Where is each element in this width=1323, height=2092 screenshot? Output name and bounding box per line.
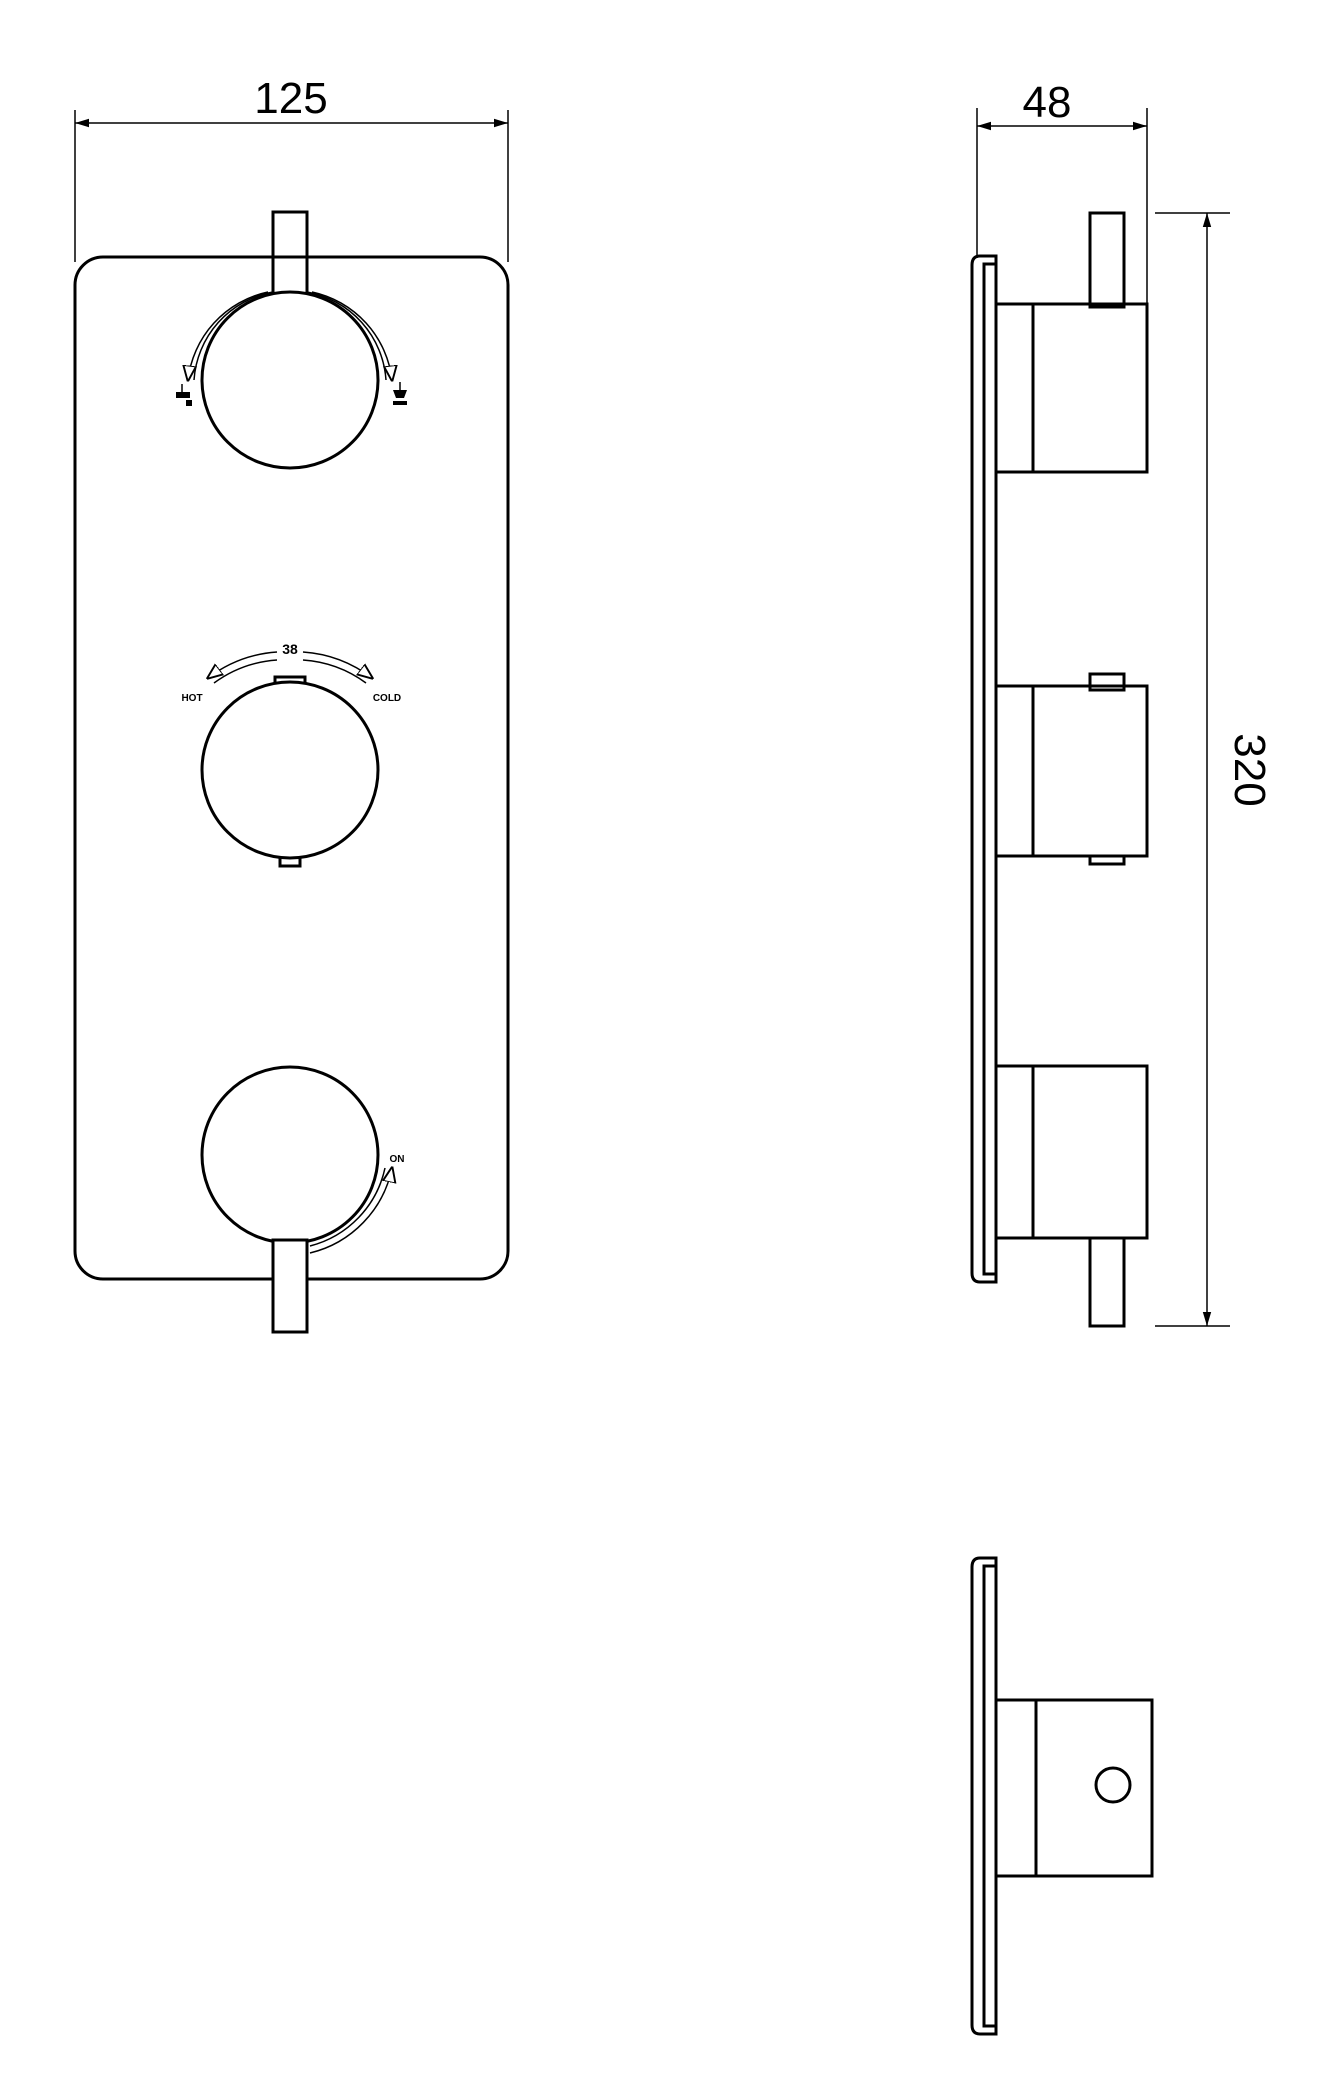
thermostat-control: 38 HOT COLD	[181, 641, 401, 868]
side-detail-view	[970, 1556, 1154, 2036]
depth-dimension-label: 48	[1023, 78, 1072, 127]
height-dimension-label: 320	[1225, 733, 1274, 806]
thermostat-setpoint: 38	[282, 641, 298, 657]
side-thermostat-handle	[994, 672, 1149, 866]
side-diverter-handle	[994, 211, 1149, 474]
bath-spout-icon	[176, 384, 192, 406]
width-dimension: 125	[74, 74, 509, 262]
safety-stop-button	[278, 856, 302, 868]
flow-knob	[200, 1065, 380, 1245]
hot-label: HOT	[181, 693, 202, 704]
side-flow-handle	[994, 1064, 1149, 1328]
front-view: 125 38	[73, 74, 510, 1334]
thermostat-knob	[200, 680, 380, 860]
diverter-knob	[200, 290, 380, 470]
side-plate-inner	[982, 262, 998, 1276]
shower-head-icon	[393, 382, 407, 405]
height-dimension: 320	[1155, 212, 1274, 1327]
width-dimension-label: 125	[254, 74, 327, 123]
flow-lever	[271, 1238, 309, 1334]
depth-dimension: 48	[976, 78, 1148, 310]
cold-label: COLD	[373, 693, 401, 704]
on-label: ON	[390, 1154, 405, 1165]
diverter-control	[176, 210, 407, 470]
flow-control: ON	[200, 1065, 405, 1334]
detail-lever-end	[1094, 1766, 1132, 1804]
side-view: 48 320	[970, 78, 1274, 1328]
